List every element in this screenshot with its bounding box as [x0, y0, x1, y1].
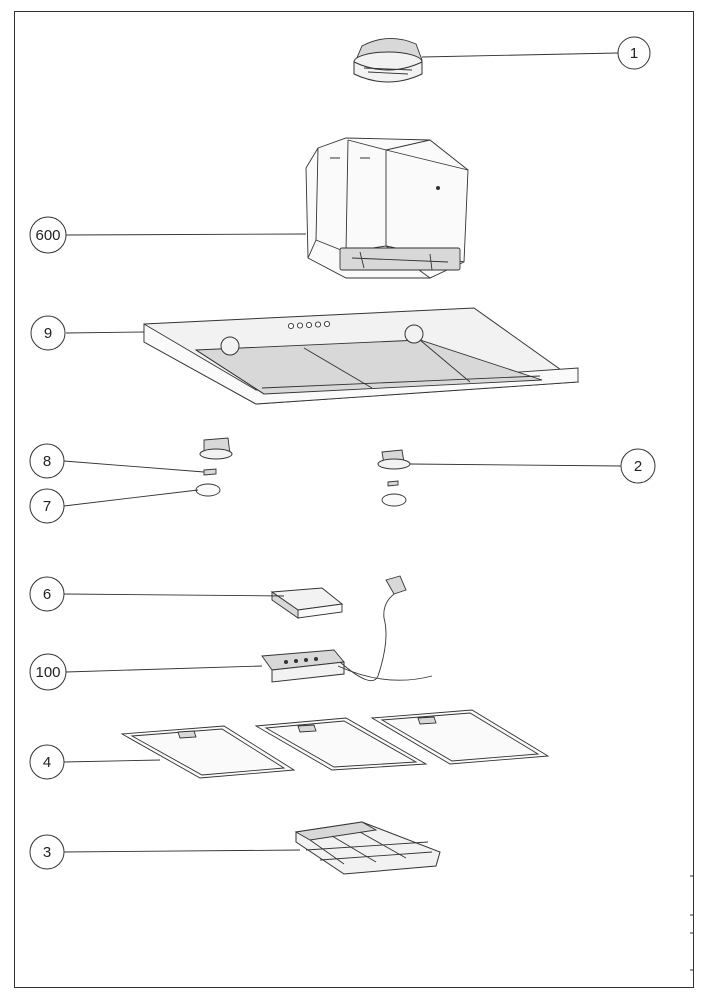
- callout-6: 6: [29, 576, 65, 612]
- part-9-hood-canopy: [143, 307, 580, 405]
- callout-9: 9: [30, 315, 66, 351]
- part-4-grease-filter-center: [254, 717, 428, 771]
- callout-100: 100: [29, 653, 67, 691]
- part-4-grease-filter-right: [370, 709, 550, 765]
- part-7-lamp-cover-left: [195, 483, 221, 497]
- callout-label: 600: [35, 227, 60, 244]
- callout-7: 7: [29, 488, 65, 524]
- callout-label: 8: [43, 453, 51, 470]
- part-lamp-holder-left: [199, 437, 233, 460]
- callout-label: 1: [630, 45, 638, 62]
- part-6-electronics-cover: [270, 587, 344, 619]
- callout-label: 6: [43, 586, 51, 603]
- callout-1: 1: [617, 36, 651, 70]
- callout-4: 4: [29, 744, 65, 780]
- part-1-motor-collar: [353, 38, 423, 83]
- part-3-carbon-filter: [294, 821, 441, 875]
- part-4-grease-filter-left: [120, 725, 296, 779]
- part-100-control-board: [261, 575, 433, 683]
- part-2-lamp-holder-right: [377, 449, 411, 507]
- callout-3: 3: [29, 834, 65, 870]
- frame-tick-marks: [690, 875, 694, 971]
- part-8-lamp-clip: [203, 468, 217, 476]
- callout-label: 9: [44, 325, 52, 342]
- callout-600: 600: [29, 216, 67, 254]
- callout-label: 4: [43, 754, 51, 771]
- leader-lines: [63, 52, 623, 853]
- diagram-frame: [14, 11, 694, 988]
- part-600-motor-housing: [305, 137, 469, 279]
- callout-label: 3: [43, 844, 51, 861]
- callout-8: 8: [29, 443, 65, 479]
- callout-label: 100: [35, 664, 60, 681]
- callout-2: 2: [620, 448, 656, 484]
- callout-label: 7: [43, 498, 51, 515]
- callout-label: 2: [634, 458, 642, 475]
